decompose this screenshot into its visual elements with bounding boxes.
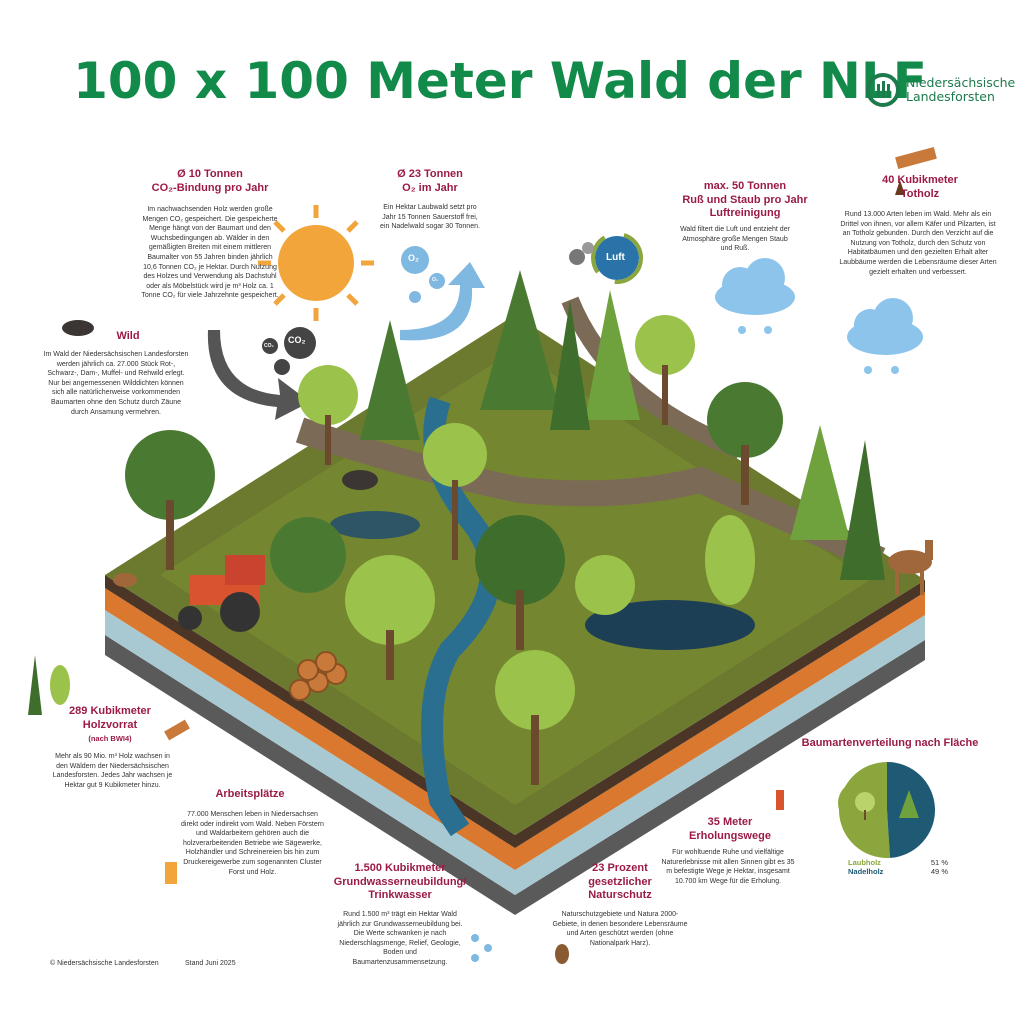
water-text: Rund 1.500 m³ trägt ein Hektar Wald jähr… xyxy=(337,911,463,966)
legend-row-nadelholz: Nadelholz 49 % xyxy=(848,867,948,876)
co2-big-label: CO₂ xyxy=(288,335,306,345)
sun-icon xyxy=(258,205,374,321)
jobs-text: 77.000 Menschen leben in Niedersachsen d… xyxy=(181,811,324,876)
deadwood-heading-2: Totholz xyxy=(900,187,940,200)
stock-heading-1: 289 Kubikmeter xyxy=(69,705,151,717)
legend-label-laubholz: Laubholz xyxy=(848,858,881,867)
log-pile-icon xyxy=(289,651,347,701)
water-drops-icon xyxy=(471,934,492,962)
cloud-icon xyxy=(715,258,923,374)
o2-bubble xyxy=(401,246,429,274)
legend-row-laubholz: Laubholz 51 % xyxy=(848,858,948,867)
water-heading: 1.500 Kubikmeter Grundwasserneubildung/ … xyxy=(325,862,475,903)
co2-heading: Ø 10 Tonnen CO₂-Bindung pro Jahr xyxy=(120,168,300,195)
deciduous-tree-icon xyxy=(855,792,875,812)
deadwood-text: Rund 13.000 Arten leben im Wald. Mehr al… xyxy=(839,211,997,276)
nature-heading-1: 23 Prozent xyxy=(592,862,648,874)
co2-heading-1: Ø 10 Tonnen xyxy=(177,168,243,180)
chart-title: Baumartenverteilung nach Fläche xyxy=(801,737,979,749)
paths-heading: 35 Meter Erholungswege xyxy=(670,816,790,843)
legend-value-laubholz: 51 % xyxy=(930,858,948,867)
deadwood-heading-1: 40 Kubikmeter xyxy=(882,174,958,186)
paths-heading-2: Erholungswege xyxy=(689,829,771,842)
paths-text: Für wohltuende Ruhe und vielfältige Natu… xyxy=(661,849,795,885)
air-heading: max. 50 Tonnen Ruß und Staub pro Jahr Lu… xyxy=(680,180,810,221)
stock-text: Mehr als 90 Mio. m³ Holz wachsen in den … xyxy=(52,753,173,789)
pie-chart xyxy=(839,762,935,858)
deer-icon xyxy=(113,540,933,595)
wild-heading: Wild xyxy=(116,330,140,342)
wild-text: Im Wald der Niedersächsischen Landesfors… xyxy=(43,351,189,416)
o2-big-label: O₂ xyxy=(408,253,419,263)
hiker-icon xyxy=(776,790,784,810)
pond xyxy=(585,600,755,650)
owl-icon xyxy=(555,944,569,964)
nature-heading-3: Naturschutz xyxy=(588,889,652,901)
stock-heading: 289 Kubikmeter Holzvorrat (nach BWI4) xyxy=(60,705,160,746)
water-heading-1: 1.500 Kubikmeter xyxy=(354,862,446,874)
logo xyxy=(866,73,900,107)
stock-heading-sub: (nach BWI4) xyxy=(88,734,132,743)
log-icon xyxy=(164,147,937,741)
air-heading-3: Luftreinigung xyxy=(709,207,781,219)
luft-label: Luft xyxy=(606,252,625,263)
pond-small xyxy=(330,511,420,539)
boar-icon xyxy=(62,320,94,336)
deadwood-heading: 40 Kubikmeter Totholz xyxy=(860,174,980,201)
nature-heading: 23 Prozent gesetzlicher Naturschutz xyxy=(570,862,670,903)
footer-copyright: © Niedersächsische Landesforsten xyxy=(50,960,159,967)
legend-label-nadelholz: Nadelholz xyxy=(848,867,884,876)
air-heading-2: Ruß und Staub pro Jahr xyxy=(682,193,808,206)
co2-heading-2: CO₂-Bindung pro Jahr xyxy=(151,181,269,194)
deciduous-tree-trunk xyxy=(864,810,866,820)
o2-heading-2: O₂ im Jahr xyxy=(402,181,458,194)
o2-heading-1: Ø 23 Tonnen xyxy=(397,168,463,180)
luft-icon xyxy=(595,236,639,280)
forest-path xyxy=(295,417,886,572)
o2-text: Ein Hektar Laubwald setzt pro Jahr 15 To… xyxy=(380,204,480,231)
logo-text: Niedersächsische Landesforsten xyxy=(906,76,1015,104)
o2-small-label: O₂ xyxy=(432,277,439,283)
forester-icon xyxy=(165,862,177,884)
water-heading-2: Grundwasserneubildung/ xyxy=(333,875,467,888)
o2-heading: Ø 23 Tonnen O₂ im Jahr xyxy=(380,168,480,195)
legend-value-nadelholz: 49 % xyxy=(930,867,948,876)
paths-heading-1: 35 Meter xyxy=(707,816,753,828)
co2-arrow-icon xyxy=(207,330,310,420)
logo-emblem-icon xyxy=(866,73,900,107)
o2-arrow-icon xyxy=(400,262,485,341)
tractor-icon xyxy=(178,555,265,632)
co2-text: Im nachwachsenden Holz werden große Meng… xyxy=(141,206,279,300)
stock-heading-2: Holzvorrat xyxy=(82,718,138,731)
conifer-trees xyxy=(28,180,905,715)
pie-legend: Laubholz 51 % Nadelholz 49 % xyxy=(848,858,948,876)
water-heading-3: Trinkwasser xyxy=(368,889,432,901)
logo-line1: Niedersächsische xyxy=(906,75,1016,90)
logo-line2: Landesforsten xyxy=(906,89,995,104)
co2-bubble xyxy=(284,327,316,359)
conifer-tree-icon xyxy=(899,790,919,818)
air-text: Wald filtert die Luft und entzieht der A… xyxy=(680,226,790,253)
nature-text: Naturschutzgebiete und Natura 2000-Gebie… xyxy=(552,911,688,947)
co2-small-label: CO₂ xyxy=(264,343,274,349)
page-title: 100 x 100 Meter Wald der NLF xyxy=(73,52,927,110)
jobs-heading: Arbeitsplätze xyxy=(215,788,285,800)
deciduous-trees xyxy=(50,315,882,825)
nature-heading-2: gesetzlicher xyxy=(588,875,652,888)
footer-date: Stand Juni 2025 xyxy=(185,960,236,967)
air-heading-1: max. 50 Tonnen xyxy=(703,180,787,192)
